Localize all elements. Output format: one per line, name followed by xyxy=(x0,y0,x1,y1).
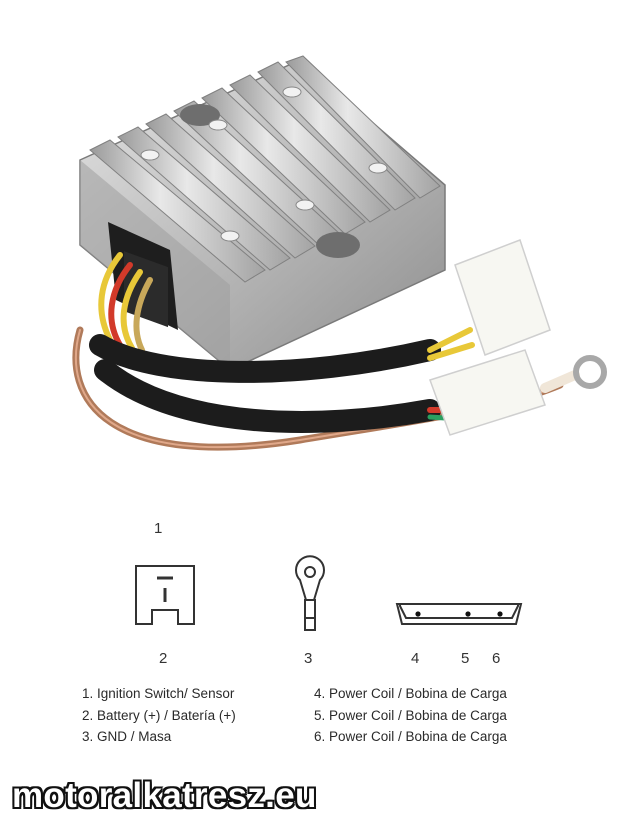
legend-item: 5. Power Coil / Bobina de Carga xyxy=(314,707,507,723)
regulator-rectifier-photo xyxy=(72,55,607,451)
legend-item: 2. Battery (+) / Batería (+) xyxy=(82,707,236,723)
legend-item: 1. Ignition Switch/ Sensor xyxy=(82,686,235,701)
legend-item: 6. Power Coil / Bobina de Carga xyxy=(314,729,507,744)
pinout-diagram xyxy=(135,555,523,631)
watermark: motoralkatresz.eu xyxy=(12,776,317,815)
label-pin-2: 2 xyxy=(159,650,168,667)
legend-left: 1. Ignition Switch/ Sensor 2. Battery (+… xyxy=(82,683,236,748)
legend-item: 3. GND / Masa xyxy=(82,729,172,744)
legend-item: 4. Power Coil / Bobina de Carga xyxy=(314,686,507,701)
label-pin-3: 3 xyxy=(304,650,313,667)
three-pin-connector-icon xyxy=(395,603,523,625)
label-pin-4: 4 xyxy=(411,650,420,667)
label-pin-6: 6 xyxy=(492,650,501,667)
label-pin-1: 1 xyxy=(154,520,163,537)
ring-terminal-icon xyxy=(295,555,325,631)
connector-plug-icon xyxy=(135,565,195,625)
label-pin-5: 5 xyxy=(461,650,470,667)
white-plug-connectors xyxy=(429,239,551,436)
legend-right: 4. Power Coil / Bobina de Carga 5. Power… xyxy=(314,683,507,748)
ring-terminal xyxy=(540,355,607,393)
